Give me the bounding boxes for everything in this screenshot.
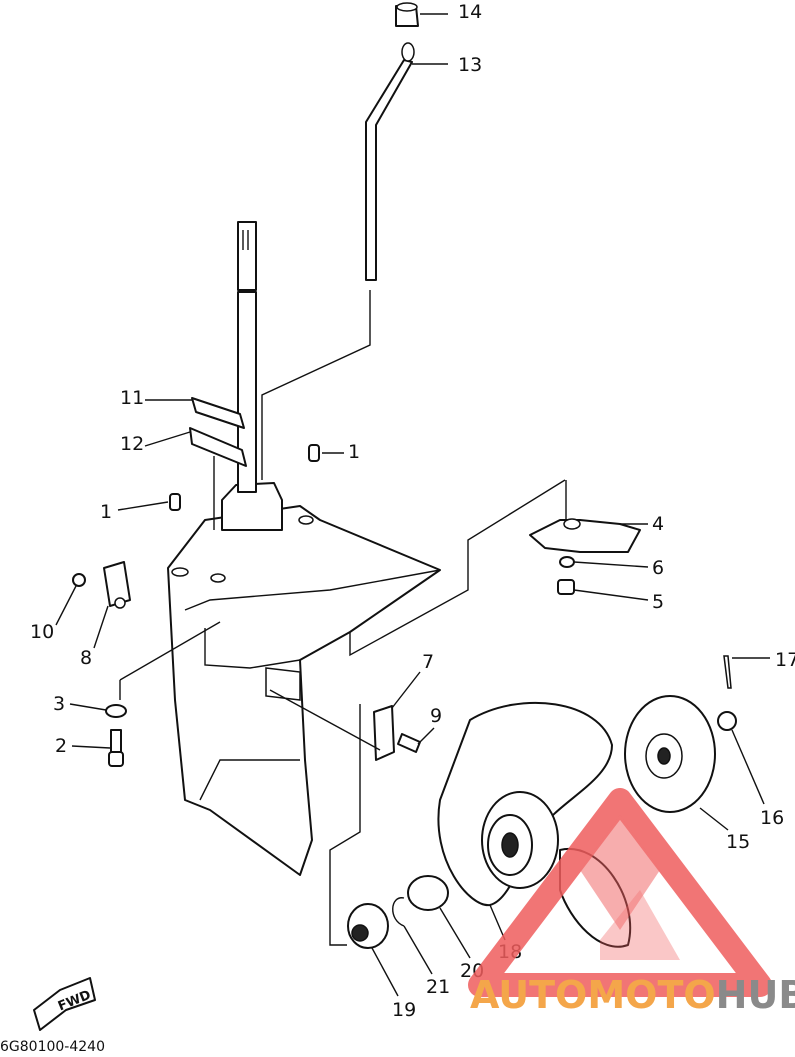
bolt-9 [397, 733, 421, 753]
nut-16 [717, 711, 737, 731]
trim-tab [529, 480, 641, 553]
callout-1-right: 1 [348, 441, 360, 463]
nut-5 [557, 579, 575, 595]
dowel-pin-left [169, 493, 181, 511]
plate-11 [191, 397, 245, 429]
callout-15: 15 [726, 831, 750, 853]
callout-16: 16 [760, 807, 784, 829]
washer-6 [559, 556, 575, 568]
part-code: 6G80100-4240 [0, 1039, 105, 1055]
callout-2: 2 [55, 735, 67, 757]
cotter-pin-17 [723, 655, 732, 689]
callout-13: 13 [458, 54, 482, 76]
callout-3: 3 [53, 693, 65, 715]
callout-21: 21 [426, 976, 450, 998]
callout-11: 11 [120, 387, 144, 409]
watermark-text: AUTOMOTOHUB [470, 973, 795, 1017]
watermark-triangle [468, 788, 772, 997]
watermark-word-a: AUTOMOTO [470, 973, 716, 1017]
drive-shaft [237, 221, 257, 493]
watermark-word-b: HUB [716, 973, 795, 1017]
forward-arrow: FWD [33, 977, 96, 1031]
callout-12: 12 [120, 433, 144, 455]
callout-1-left: 1 [100, 501, 112, 523]
thrust-washer-19 [347, 903, 389, 949]
callout-5: 5 [652, 591, 664, 613]
shift-rod-grommet [395, 2, 419, 27]
callout-6: 6 [652, 557, 664, 579]
nut-10 [72, 573, 86, 587]
callout-7: 7 [422, 651, 434, 673]
shift-rod [261, 42, 415, 480]
washer-3 [105, 704, 127, 718]
spacer-15 [624, 695, 716, 813]
watermark-logo [468, 788, 772, 997]
callout-17: 17 [775, 649, 795, 671]
callout-4: 4 [652, 513, 664, 535]
callout-19: 19 [392, 999, 416, 1021]
ring-20 [407, 875, 449, 911]
plate-12 [189, 427, 247, 530]
bolt-2 [108, 729, 124, 767]
dowel-pin-right [308, 444, 320, 462]
callout-9: 9 [430, 705, 442, 727]
anode-7 [373, 705, 395, 761]
clip-21 [392, 897, 405, 927]
anode-8 [103, 561, 131, 609]
callout-8: 8 [80, 647, 92, 669]
callout-14: 14 [458, 1, 482, 23]
lower-unit-housing [167, 482, 441, 876]
callout-10: 10 [30, 621, 54, 643]
